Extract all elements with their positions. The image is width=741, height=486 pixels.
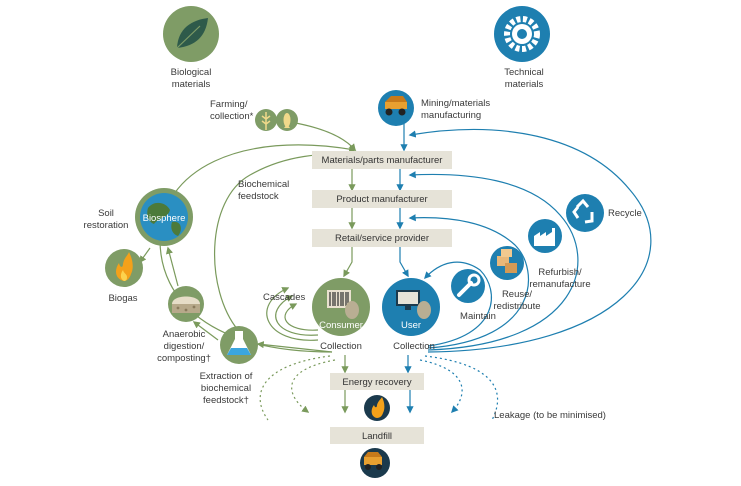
- gear-icon: [494, 6, 550, 62]
- mining-truck-icon: [378, 90, 414, 126]
- farming-label-line2: collection*: [210, 111, 254, 122]
- process-boxes: Materials/parts manufacturer Product man…: [312, 151, 452, 444]
- fish-icon: [276, 109, 298, 131]
- user-node: User: [382, 278, 440, 336]
- box-landfill-label: Landfill: [362, 431, 392, 442]
- collection-tech-label: Collection: [393, 341, 435, 352]
- extraction-label-line1: Extraction of: [200, 371, 253, 382]
- soil-label-line2: restoration: [84, 220, 129, 231]
- anaerobic-label-line3: composting†: [157, 353, 211, 364]
- mining-label-line2: manufacturing: [421, 110, 481, 121]
- user-label: User: [401, 320, 421, 331]
- mining-label-line1: Mining/materials: [421, 98, 490, 109]
- factory-icon: [528, 219, 562, 253]
- biochemical-label-line1: Biochemical: [238, 179, 289, 190]
- anaerobic-label-line2: digestion/: [164, 341, 205, 352]
- technical-loops: [396, 120, 652, 414]
- landfill-truck-icon: [360, 448, 390, 478]
- cascades-label: Cascades: [263, 292, 305, 303]
- recycle-label: Recycle: [608, 208, 642, 219]
- refurbish-label-line2: remanufacture: [529, 279, 590, 290]
- globe-icon: Biosphere: [135, 188, 193, 246]
- box-retail-label: Retail/service provider: [335, 233, 429, 244]
- monitor-icon: [396, 290, 420, 310]
- tech-header-line2: materials: [505, 79, 544, 90]
- consumer-label: Consumer: [319, 320, 363, 331]
- leakage-label: Leakage (to be minimised): [494, 410, 606, 421]
- flame-icon: [105, 249, 143, 287]
- reuse-label-line2: redistribute: [494, 301, 541, 312]
- collection-bio-label: Collection: [320, 341, 362, 352]
- reuse-label-line1: Reuse/: [502, 289, 532, 300]
- consumer-node: Consumer: [312, 278, 370, 336]
- compost-icon: [168, 286, 204, 322]
- bio-header-line1: Biological: [171, 67, 212, 78]
- wheat-icon: [255, 109, 277, 131]
- farming-label-line1: Farming/: [210, 99, 248, 110]
- anaerobic-label-line1: Anaerobic: [163, 329, 206, 340]
- maintain-label: Maintain: [460, 311, 496, 322]
- biosphere-label: Biosphere: [143, 213, 186, 224]
- biochemical-label-line2: feedstock: [238, 191, 279, 202]
- flame-icon: [364, 395, 390, 421]
- box-energy-recovery: Energy recovery: [330, 373, 424, 390]
- box-materials-manufacturer: Materials/parts manufacturer: [312, 151, 452, 169]
- refurbish-label-line1: Refurbish/: [538, 267, 582, 278]
- bio-header-line2: materials: [172, 79, 211, 90]
- boxes-icon: [490, 246, 524, 280]
- leakage-arcs: [259, 355, 499, 421]
- soil-label-line1: Soil: [98, 208, 114, 219]
- extraction-label-line3: feedstock†: [203, 395, 249, 406]
- box-materials-label: Materials/parts manufacturer: [322, 155, 443, 166]
- box-landfill: Landfill: [330, 427, 424, 444]
- tech-header-line1: Technical: [504, 67, 544, 78]
- box-energy-label: Energy recovery: [342, 377, 411, 388]
- flask-icon: [220, 326, 258, 364]
- wrench-icon: [451, 269, 485, 303]
- box-retail-provider: Retail/service provider: [312, 229, 452, 247]
- box-product-manufacturer: Product manufacturer: [312, 190, 452, 208]
- barcode-icon: [327, 290, 351, 308]
- box-product-label: Product manufacturer: [336, 194, 427, 205]
- recycle-icon: [566, 194, 604, 232]
- extraction-label-line2: biochemical: [201, 383, 251, 394]
- leaf-icon: [163, 6, 219, 62]
- biogas-label: Biogas: [108, 293, 137, 304]
